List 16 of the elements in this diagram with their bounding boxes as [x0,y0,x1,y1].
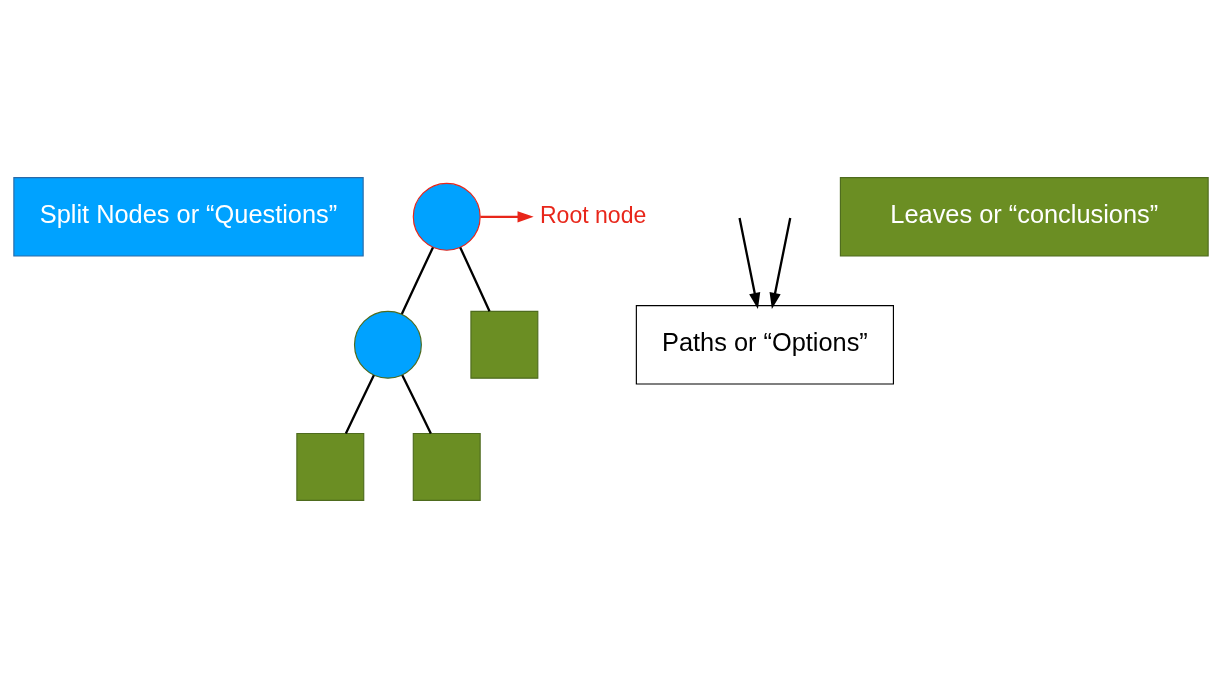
node-circle [353,310,422,379]
node-box: Leaves or “conclusions” [839,177,1209,257]
connector [344,374,375,434]
node-box [296,432,365,501]
connector [401,374,432,434]
node-box [470,310,539,379]
connector [459,246,491,312]
connector [400,246,434,315]
node-box: Paths or “Options” [635,305,894,385]
node-box [412,432,481,501]
arrow [480,211,534,223]
node-box: Split Nodes or “Questions” [13,177,364,257]
arrow [769,217,792,309]
node-circle [412,182,481,251]
node-text: Root node [539,201,647,228]
arrow [738,217,761,309]
